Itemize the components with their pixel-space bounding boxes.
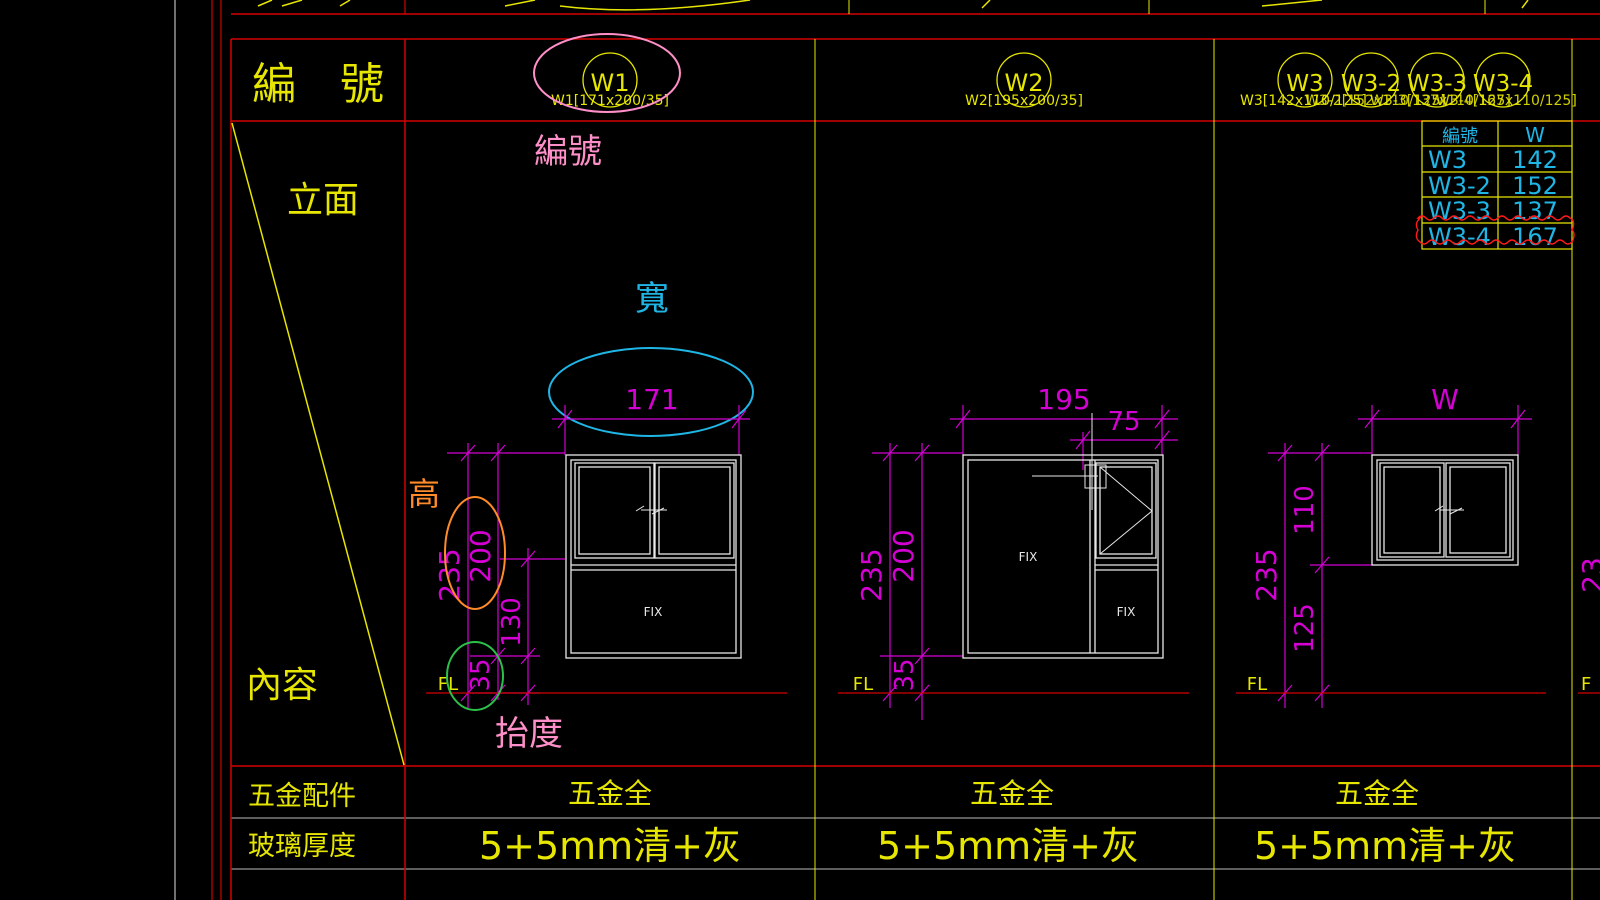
sheet-border — [174, 0, 222, 900]
markup-ellipse-number — [533, 33, 681, 113]
window-elevation-w1 — [565, 454, 742, 659]
tag-circle-w1 — [582, 52, 638, 108]
tag-circle-w3-3 — [1409, 52, 1465, 108]
w3-width-table: 編號 W W3 142 W3-2 152 W3-3 137 W3-4 167 — [1415, 120, 1575, 251]
hardware-w1: 五金全 — [568, 777, 652, 810]
window-w1-column: W1 W1[171x200/35] 編號 寬 171 — [408, 33, 787, 868]
dimension-heights-w3 — [1268, 443, 1372, 708]
tag-circle-w3 — [1277, 52, 1333, 108]
markup-label-sill: 抬度 — [495, 714, 563, 754]
tag-w1: W1 — [591, 69, 630, 97]
dim-width-w2: 195 — [1037, 383, 1090, 416]
row-label-elevation: 立面 — [287, 180, 359, 221]
table-header-number: 編號 — [1442, 126, 1478, 147]
table-cell-width: 142 — [1512, 146, 1558, 174]
window-w3-column: W3 W3-2 W3-3 W3-4 W3[142x110/125] W3-2[1… — [1236, 52, 1577, 868]
dim-width-w1: 171 — [625, 383, 678, 416]
hardware-w3: 五金全 — [1335, 777, 1419, 810]
dimension-width-w1 — [552, 405, 750, 455]
window-elevation-w2 — [962, 413, 1164, 659]
spec-w2: W2[195x200/35] — [965, 93, 1083, 109]
row-label-number: 編 號 — [252, 59, 384, 110]
floor-label-edge: F — [1581, 674, 1591, 695]
fix-label-w1: FIX — [644, 605, 663, 619]
tag-w3-4: W3-4 — [1473, 71, 1533, 97]
fix-label-w2-lower: FIX — [1117, 605, 1136, 619]
floor-label-w2: FL — [853, 674, 873, 695]
dimension-width-w3 — [1358, 405, 1532, 455]
tag-circle-w2 — [996, 52, 1052, 108]
fix-label-w2: FIX — [1019, 550, 1038, 564]
markup-ellipse-sill — [446, 641, 504, 711]
previous-table-strip — [231, 0, 1600, 15]
dim-height-w3: 110 — [1290, 485, 1320, 535]
tag-circle-w3-4 — [1475, 52, 1531, 108]
glass-w1: 5+5mm清+灰 — [479, 824, 741, 868]
row-label-hardware: 五金配件 — [248, 781, 356, 812]
table-header-w: W — [1525, 123, 1545, 147]
dim-total-height-edge: 23 — [1576, 557, 1600, 593]
spec-w3-3: W3-3[137x110/125] — [1370, 93, 1511, 109]
glass-w3: 5+5mm清+灰 — [1254, 824, 1516, 868]
tag-w3-2: W3-2 — [1341, 71, 1401, 97]
table-cell-width: 152 — [1512, 172, 1558, 200]
spec-w3-4: W3-4[167x110/125] — [1436, 93, 1577, 109]
dim-total-height-w1: 235 — [433, 548, 466, 601]
table-cell-id: W3-3 — [1428, 197, 1491, 225]
dimension-heights-w2 — [872, 443, 963, 720]
spec-w1: W1[171x200/35] — [551, 93, 669, 109]
tag-w3: W3 — [1286, 71, 1323, 97]
next-column-edge: F 23 — [1576, 557, 1600, 695]
row-label-glass: 玻璃厚度 — [248, 831, 356, 862]
dim-total-height-w3: 235 — [1250, 548, 1283, 601]
markup-ellipse-height — [444, 496, 506, 610]
spec-w3-2: W3-2[152x110/125] — [1305, 93, 1446, 109]
table-cell-id: W3-2 — [1428, 172, 1491, 200]
dim-total-height-w2: 235 — [855, 548, 888, 601]
tag-w3-3: W3-3 — [1407, 71, 1467, 97]
dim-lower-w1: 130 — [497, 597, 527, 647]
dim-sill-w2: 35 — [890, 658, 920, 691]
dim-sill-w1: 35 — [466, 658, 496, 691]
hardware-w2: 五金全 — [970, 777, 1054, 810]
markup-ellipse-width — [548, 347, 754, 437]
markup-label-height: 高 — [408, 475, 440, 513]
row-label-content: 內容 — [246, 665, 318, 706]
window-elevation-w3 — [1371, 454, 1519, 566]
revision-cloud — [1415, 215, 1575, 245]
tag-circle-w3-2 — [1343, 52, 1399, 108]
floor-label-w3: FL — [1247, 674, 1267, 695]
dim-sub-width-w2: 75 — [1107, 407, 1140, 437]
schedule-table-grid — [230, 38, 1600, 900]
table-cell-id: W3-4 — [1428, 223, 1491, 251]
table-cell-width: 167 — [1512, 223, 1558, 251]
table-cell-width: 137 — [1512, 197, 1558, 225]
dim-sill-w3: 125 — [1290, 603, 1320, 653]
window-w2-column: W2 W2[195x200/35] 195 75 235 200 — [838, 52, 1189, 868]
row-labels: 編 號 立面 內容 五金配件 玻璃厚度 — [246, 59, 384, 862]
glass-w2: 5+5mm清+灰 — [877, 824, 1139, 868]
dimension-width-w2 — [950, 405, 1178, 470]
markup-label-width: 寬 — [635, 279, 669, 319]
dim-height-w1: 200 — [464, 529, 497, 582]
markup-label-number: 編號 — [534, 132, 602, 172]
spec-w3: W3[142x110/125] — [1240, 93, 1367, 109]
dim-width-w3: W — [1431, 383, 1459, 416]
dim-height-w2: 200 — [887, 529, 920, 582]
tag-w2: W2 — [1005, 69, 1044, 97]
table-cell-id: W3 — [1428, 146, 1467, 174]
